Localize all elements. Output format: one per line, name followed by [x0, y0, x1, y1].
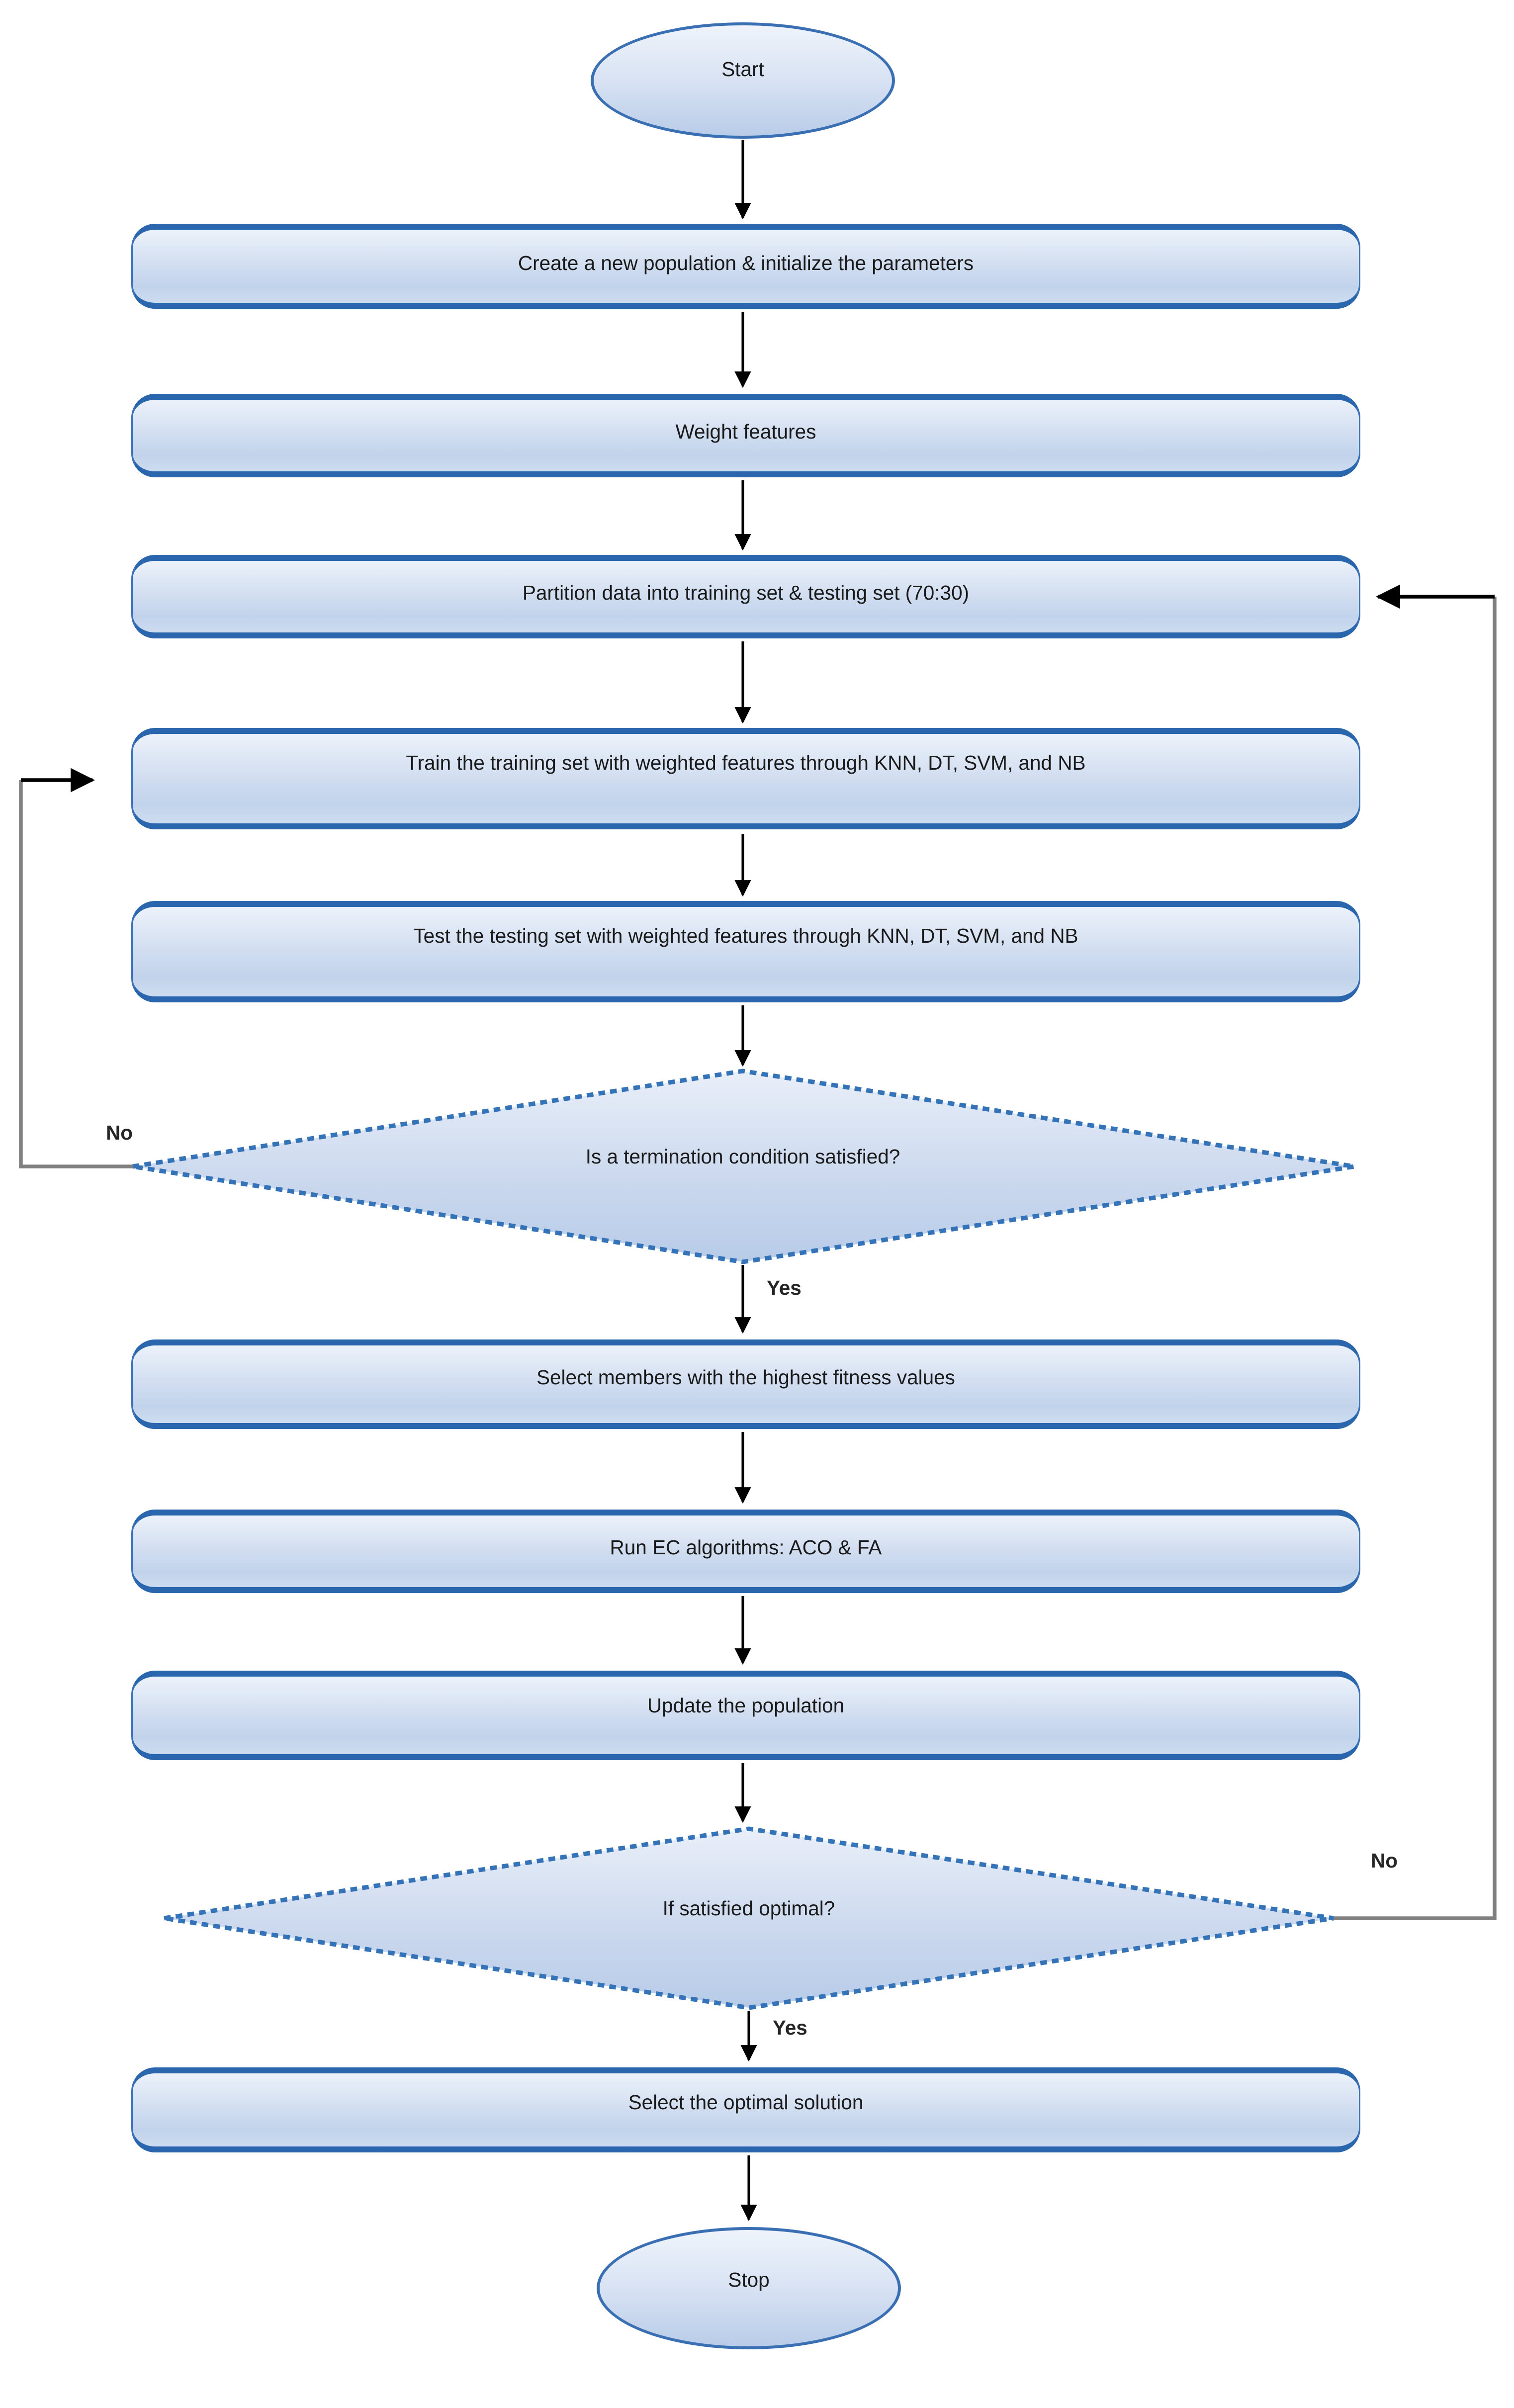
node-create-population-label: Create a new population & initialize the… — [518, 252, 974, 274]
node-update-population-label: Update the population — [647, 1695, 845, 1717]
decision-termination-shape — [132, 1069, 1355, 1264]
loop-termination-no-line — [19, 780, 133, 1168]
node-weight-features-label: Weight features — [675, 421, 816, 444]
node-select-members: Select members with the highest fitness … — [131, 1339, 1360, 1429]
node-train-set-label: Train the training set with weighted fea… — [406, 752, 1086, 775]
node-partition-data: Partition data into training set & testi… — [131, 555, 1360, 638]
node-update-population: Update the population — [131, 1671, 1360, 1760]
node-test-set: Test the testing set with weighted featu… — [131, 901, 1360, 1002]
loop-optimal-no-line — [1333, 596, 1497, 1920]
node-stop: Stop — [597, 2227, 901, 2349]
decision-termination-label: Is a termination condition satisfied? — [585, 1146, 900, 1168]
node-select-members-label: Select members with the highest fitness … — [536, 1366, 955, 1389]
node-create-population: Create a new population & initialize the… — [131, 224, 1360, 309]
edge-label-no-termination: No — [106, 1122, 133, 1144]
node-weight-features: Weight features — [131, 394, 1360, 477]
node-test-set-label: Test the testing set with weighted featu… — [413, 925, 1078, 948]
node-stop-label: Stop — [728, 2269, 770, 2292]
node-run-ec: Run EC algorithms: ACO & FA — [131, 1510, 1360, 1593]
node-start: Start — [591, 22, 895, 139]
decision-optimal-label: If satisfied optimal? — [662, 1897, 835, 1920]
edge-label-yes-optimal: Yes — [773, 2017, 807, 2039]
node-run-ec-label: Run EC algorithms: ACO & FA — [610, 1536, 882, 1559]
edge-label-no-optimal: No — [1371, 1850, 1398, 1872]
edge-label-yes-termination: Yes — [767, 1277, 802, 1299]
node-select-optimal: Select the optimal solution — [131, 2067, 1360, 2152]
node-start-label: Start — [721, 58, 764, 81]
node-partition-data-label: Partition data into training set & testi… — [522, 582, 970, 605]
node-train-set: Train the training set with weighted fea… — [131, 728, 1360, 829]
node-select-optimal-label: Select the optimal solution — [628, 2091, 864, 2114]
